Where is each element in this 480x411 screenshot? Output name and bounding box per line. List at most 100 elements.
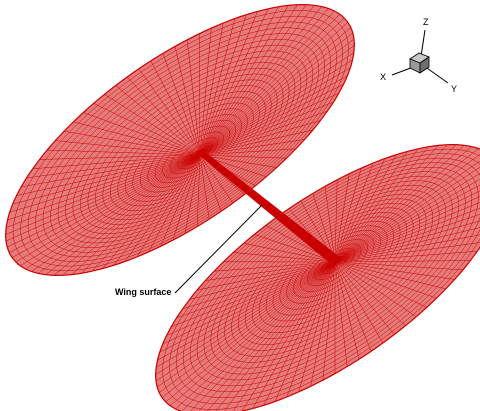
upper-disk-spoke xyxy=(174,46,201,156)
upper-disk-spoke xyxy=(199,154,210,220)
upper-disk-spoke xyxy=(199,27,351,156)
upper-disk-spoke xyxy=(199,4,298,156)
lower-disk-spoke xyxy=(310,261,336,387)
lower-disk-spoke xyxy=(334,261,427,308)
wing-strip-gridline xyxy=(281,217,289,223)
lower-disk-spoke xyxy=(215,261,336,411)
wing-strip-gridline xyxy=(304,235,312,242)
lower-disk-spoke xyxy=(176,261,336,319)
upper-disk-spoke xyxy=(38,154,201,274)
upper-disk-spoke xyxy=(199,33,201,156)
upper-disk-spoke xyxy=(5,154,201,242)
upper-disk-spoke xyxy=(199,14,340,156)
wing-strip-gridline xyxy=(332,257,341,266)
upper-disk-spoke xyxy=(150,60,201,156)
cube-right-face xyxy=(419,56,430,74)
lower-disk-spoke xyxy=(198,261,336,411)
lower-disk-spoke xyxy=(334,146,472,263)
lower-disk-spoke xyxy=(155,261,336,382)
upper-disk-spoke xyxy=(199,67,351,156)
upper-disk-spoke xyxy=(11,154,201,258)
lower-disk-spoke xyxy=(334,178,480,263)
wing-surface-label: Wing surface xyxy=(115,287,171,297)
wing-strip-gridline xyxy=(241,185,249,190)
wing-strip-gridline xyxy=(327,253,335,261)
upper-disk-spoke xyxy=(199,6,279,156)
wing-strip-gridline xyxy=(298,230,306,237)
upper-disk-spoke xyxy=(199,154,234,204)
lower-disk-spoke xyxy=(155,261,336,375)
lower-disk-spoke xyxy=(334,220,480,263)
upper-disk-spoke xyxy=(199,154,222,212)
lower-disk-spoke xyxy=(334,148,479,263)
lower-disk-spoke xyxy=(205,261,336,281)
lower-disk-spoke xyxy=(171,261,336,328)
lower-disk-spoke xyxy=(334,144,457,263)
lower-disk-spoke xyxy=(334,158,386,263)
upper-disk-spoke xyxy=(199,8,329,156)
upper-disk-spoke xyxy=(45,154,201,275)
lower-disk-spoke xyxy=(224,261,336,411)
lower-disk-spoke xyxy=(157,261,336,388)
upper-disk-spoke xyxy=(199,28,212,156)
lower-disk-spoke xyxy=(334,207,480,263)
wing-strip-gridline xyxy=(292,226,300,233)
wing-strip-gridline xyxy=(207,158,214,162)
lower-disk-spoke xyxy=(334,154,480,263)
wing-strip-gridline xyxy=(264,203,272,209)
upper-disk-spoke xyxy=(39,154,201,160)
wing-strip-gridline xyxy=(315,244,323,252)
wing-strip-gridline xyxy=(252,194,260,200)
lower-disk-spoke xyxy=(334,227,480,263)
upper-disk-spoke xyxy=(184,154,201,234)
upper-disk-spoke xyxy=(104,94,201,156)
upper-disk-spoke xyxy=(199,84,344,156)
wing-strip-gridline xyxy=(270,208,277,214)
lower-disk-spoke xyxy=(334,261,455,280)
lower-disk-spoke xyxy=(182,261,336,310)
lower-disk-spoke xyxy=(334,196,480,263)
upper-disk-spoke xyxy=(7,154,201,248)
upper-disk-spoke xyxy=(73,121,201,156)
wing-strip-gridline xyxy=(287,221,295,228)
lower-disk-spoke xyxy=(263,261,336,406)
upper-disk-spoke xyxy=(136,154,201,258)
upper-disk-spoke xyxy=(64,130,201,156)
upper-disk-spoke xyxy=(12,154,201,205)
wing-strip-gridline xyxy=(230,176,237,181)
lower-disk-spoke xyxy=(241,261,336,411)
wing-strip-gridline xyxy=(310,239,318,247)
lower-disk-spoke xyxy=(254,234,336,263)
upper-disk-spoke xyxy=(160,154,201,247)
wing-strip-gridline xyxy=(213,163,220,167)
upper-disk-spoke xyxy=(199,6,322,156)
upper-disk-spoke xyxy=(199,22,224,156)
wing-strip-gridline xyxy=(235,181,243,186)
upper-disk-spoke xyxy=(199,5,289,156)
lower-disk-spoke xyxy=(334,261,395,335)
upper-disk-spoke xyxy=(199,52,355,156)
lower-disk-spoke xyxy=(159,261,336,393)
upper-disk-spoke xyxy=(47,149,201,156)
y-axis-label: Y xyxy=(451,84,457,94)
x-axis-label: X xyxy=(380,72,386,82)
lower-disk-spoke xyxy=(334,261,384,344)
lower-disk-spoke xyxy=(334,250,478,263)
upper-disk-spoke xyxy=(199,45,355,156)
lower-disk-spoke xyxy=(181,261,336,411)
lower-disk-spoke xyxy=(274,261,336,402)
lower-disk-spoke xyxy=(334,261,372,352)
upper-disk-spoke xyxy=(16,154,201,196)
lower-disk-spoke xyxy=(324,186,336,263)
upper-disk-mesh xyxy=(4,3,356,277)
upper-disk-spoke xyxy=(32,154,201,170)
upper-disk-spoke xyxy=(148,154,201,253)
lower-disk-spoke xyxy=(334,179,338,263)
upper-disk-spoke xyxy=(55,140,201,156)
lower-disk-spoke xyxy=(334,261,437,299)
upper-disk-spoke xyxy=(6,154,201,228)
upper-disk-spoke xyxy=(93,103,201,156)
upper-disk-spoke xyxy=(62,154,201,276)
lower-disk-spoke xyxy=(334,214,480,263)
